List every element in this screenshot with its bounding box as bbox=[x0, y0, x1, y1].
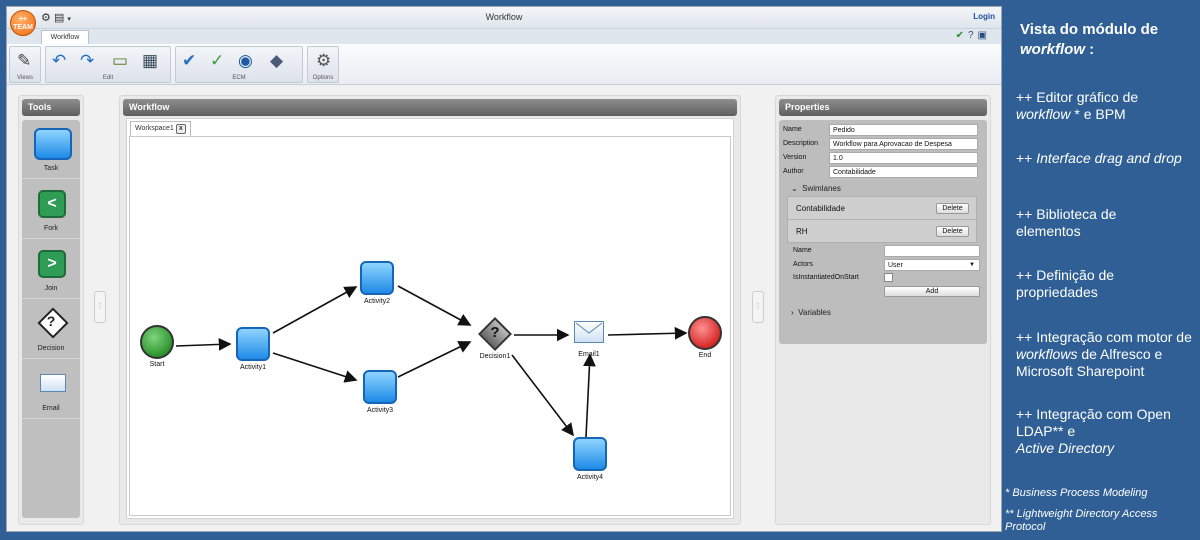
deploy-icon[interactable]: ◆ bbox=[270, 51, 284, 70]
feature-bullet: ++ Definição de propriedades bbox=[1016, 267, 1115, 300]
swimlane-row: Contabilidade Delete bbox=[788, 197, 976, 220]
ribbon-group-ecm: ✔ ✓ ◉ ◆ ECM bbox=[175, 46, 303, 83]
node-end[interactable]: End bbox=[688, 316, 722, 359]
task-icon bbox=[360, 261, 394, 295]
start-event-icon bbox=[140, 325, 174, 359]
tool-join[interactable]: > Join bbox=[22, 240, 80, 299]
ribbon-tab-workflow[interactable]: Workflow bbox=[41, 30, 89, 45]
tool-email[interactable]: Email bbox=[22, 360, 80, 419]
version-field[interactable]: 1.0 bbox=[829, 152, 978, 164]
globe-icon[interactable]: ◉ bbox=[238, 51, 253, 70]
feature-bullet: ++ Biblioteca de elementos bbox=[1016, 206, 1117, 239]
instantiated-checkbox[interactable] bbox=[884, 273, 893, 282]
side-title: Vista do módulo de workflow : bbox=[1020, 21, 1159, 58]
tools-list: Task < Fork > Join ? Decision Email bbox=[22, 120, 80, 518]
help-icon[interactable]: ? bbox=[967, 30, 978, 41]
chevron-right-icon: › bbox=[791, 308, 794, 317]
delete-swimlane-button[interactable]: Delete bbox=[936, 226, 969, 237]
task-icon bbox=[236, 327, 270, 361]
print-icon[interactable]: ▤ bbox=[53, 12, 65, 24]
footnote: * Business Process Modeling bbox=[1005, 487, 1148, 499]
node-activity4[interactable]: Activity4 bbox=[573, 437, 607, 481]
ribbon: ✎ Views ↶ ↷ ▭ ▦ Edit ✔ ✓ ◉ ◆ ECM ⚙ Optio… bbox=[7, 44, 1001, 85]
properties-panel: Properties Name Pedido Description Workf… bbox=[775, 95, 991, 525]
ribbon-group-options: ⚙ Options bbox=[307, 46, 339, 83]
connection-lines bbox=[175, 285, 688, 438]
tool-fork[interactable]: < Fork bbox=[22, 180, 80, 239]
actors-select[interactable]: User ▼ bbox=[884, 259, 980, 271]
left-splitter[interactable]: ⋮ bbox=[94, 291, 106, 323]
properties-panel-title: Properties bbox=[779, 99, 987, 116]
dropdown-arrow-icon: ▼ bbox=[969, 262, 975, 268]
swimlanes-list: Contabilidade Delete RH Delete bbox=[787, 196, 977, 243]
tools-panel-title: Tools bbox=[22, 99, 80, 116]
team-logo[interactable]: ++ TEAM bbox=[10, 10, 36, 36]
author-field[interactable]: Contabilidade bbox=[829, 166, 978, 178]
dropdown-icon[interactable]: ▾ bbox=[67, 16, 71, 23]
task-icon bbox=[34, 128, 72, 160]
workflow-canvas[interactable]: Start Activity1 Activity2 Activity3 ? bbox=[129, 136, 731, 516]
email-icon bbox=[40, 374, 66, 392]
join-icon: > bbox=[38, 250, 66, 278]
ribbon-group-edit: ↶ ↷ ▭ ▦ Edit bbox=[45, 46, 171, 83]
node-activity2[interactable]: Activity2 bbox=[360, 261, 394, 305]
node-activity3[interactable]: Activity3 bbox=[363, 370, 397, 414]
login-link[interactable]: Login bbox=[973, 12, 995, 21]
feature-description: Vista do módulo de workflow : ++ Editor … bbox=[1005, 0, 1200, 540]
feature-bullet: ++ Interface drag and drop bbox=[1016, 150, 1182, 166]
task-icon bbox=[363, 370, 397, 404]
tool-decision[interactable]: ? Decision bbox=[22, 300, 80, 359]
tool-task[interactable]: Task bbox=[22, 120, 80, 179]
quick-access-toolbar: ⚙ ▤ ▾ bbox=[41, 11, 71, 24]
new-icon[interactable]: ▭ bbox=[112, 51, 129, 70]
edge-start-activity1 bbox=[175, 338, 232, 351]
workflow-panel-title: Workflow bbox=[123, 99, 737, 116]
save-icon[interactable]: ▦ bbox=[142, 51, 159, 70]
swimlanes-section-toggle[interactable]: ⌄ Swimlanes bbox=[791, 184, 841, 193]
tools-panel: Tools Task < Fork > Join ? Decision Emai… bbox=[18, 95, 84, 525]
ribbon-group-views: ✎ Views bbox=[9, 46, 41, 83]
undo-icon[interactable]: ↶ bbox=[52, 51, 67, 70]
email-icon bbox=[574, 321, 604, 343]
chevron-down-icon: ⌄ bbox=[791, 184, 798, 193]
right-splitter[interactable]: ⋮ bbox=[752, 291, 764, 323]
window-title: Workflow bbox=[485, 12, 523, 22]
fork-icon: < bbox=[38, 190, 66, 218]
views-icon[interactable]: ✎ bbox=[17, 51, 32, 70]
node-email1[interactable]: Email1 bbox=[574, 321, 604, 358]
node-activity1[interactable]: Activity1 bbox=[236, 327, 270, 371]
redo-icon[interactable]: ↷ bbox=[80, 51, 95, 70]
feature-bullet: ++ Integração com motor de workflows de … bbox=[1016, 329, 1192, 379]
properties-form: Name Pedido Description Workflow para Ap… bbox=[779, 120, 987, 344]
close-tab-button[interactable]: x bbox=[175, 124, 186, 134]
end-event-icon bbox=[688, 316, 722, 350]
node-start[interactable]: Start bbox=[140, 325, 174, 368]
swimlane-row: RH Delete bbox=[788, 220, 976, 243]
approve-icon[interactable]: ✓ bbox=[210, 51, 225, 70]
task-icon bbox=[573, 437, 607, 471]
gear-icon[interactable]: ⚙ bbox=[316, 51, 332, 70]
maximize-icon[interactable]: ▣ bbox=[977, 30, 991, 41]
add-swimlane-button[interactable]: Add bbox=[884, 286, 980, 297]
checkin-icon[interactable]: ✔ bbox=[182, 51, 197, 70]
pin-icon[interactable]: ✔ bbox=[955, 30, 968, 41]
delete-swimlane-button[interactable]: Delete bbox=[936, 203, 969, 214]
variables-section-toggle[interactable]: › Variables bbox=[791, 308, 831, 317]
ribbon-tabs: Workflow ✔?▣ bbox=[7, 29, 1001, 45]
swimlane-name-field[interactable] bbox=[884, 245, 980, 257]
title-bar: ++ TEAM ⚙ ▤ ▾ Workflow Login bbox=[7, 7, 1001, 36]
window-controls: ✔?▣ bbox=[956, 30, 991, 41]
tools-icon[interactable]: ⚙ bbox=[41, 12, 51, 24]
application-window: ++ TEAM ⚙ ▤ ▾ Workflow Login Workflow ✔?… bbox=[6, 6, 1002, 532]
name-field[interactable]: Pedido bbox=[829, 124, 978, 136]
description-field[interactable]: Workflow para Aprovacao de Despesa bbox=[829, 138, 978, 150]
footnote: ** Lightweight Directory Access Protocol bbox=[1005, 508, 1158, 533]
